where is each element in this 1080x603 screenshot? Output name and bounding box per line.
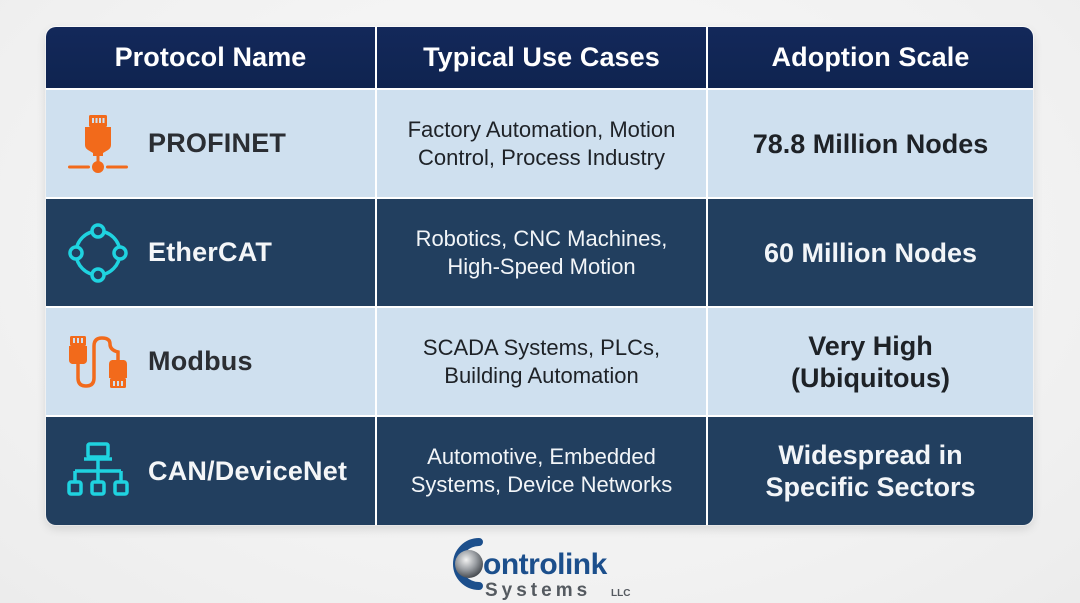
header-protocol-name: Protocol Name (46, 27, 377, 90)
adoption-value: Widespread in (778, 440, 963, 470)
comparison-table: Protocol Name Typical Use Cases Adoption… (46, 27, 1033, 525)
adoption-value: 78.8 Million Nodes (752, 128, 989, 159)
use-cases-cell: SCADA Systems, PLCs, Building Automation (375, 306, 708, 417)
use-cases-cell: Robotics, CNC Machines, High-Speed Motio… (375, 197, 708, 308)
protocol-name: EtherCAT (148, 237, 273, 267)
cable-connectors-icon (66, 330, 130, 394)
logo-sphere (455, 550, 483, 578)
protocol-cell: EtherCAT (46, 197, 377, 308)
ethernet-plug-network-icon (66, 112, 130, 176)
adoption-value: Very High (808, 330, 933, 361)
header-typical-use-cases: Typical Use Cases (375, 27, 708, 90)
header-adoption-scale: Adoption Scale (706, 27, 1033, 90)
adoption-scale-cell: 78.8 Million Nodes (706, 88, 1033, 199)
controlink-systems-logo: ontrolink Systems LLC (445, 536, 640, 600)
table-row-can-devicenet: CAN/DeviceNet Automotive, Embedded Syste… (46, 415, 1033, 525)
use-cases-line: Systems, Device Networks (410, 472, 673, 497)
header-row: Protocol Name Typical Use Cases Adoption… (46, 27, 1033, 90)
adoption-value: Specific Sectors (765, 472, 976, 502)
table-row-profinet: PROFINET Factory Automation, Motion Cont… (46, 88, 1033, 199)
use-cases-line: High-Speed Motion (447, 253, 636, 279)
adoption-value: (Ubiquitous) (791, 362, 950, 393)
use-cases-cell: Automotive, Embedded Systems, Device Net… (375, 415, 708, 525)
protocol-cell: Modbus (46, 306, 377, 417)
adoption-scale-cell: Very High (Ubiquitous) (706, 306, 1033, 417)
use-cases-line: Robotics, CNC Machines, (415, 225, 668, 251)
adoption-scale-cell: Widespread in Specific Sectors (706, 415, 1033, 525)
use-cases-line: Factory Automation, Motion (407, 116, 676, 142)
protocol-name: Modbus (148, 346, 253, 376)
ring-network-icon (66, 221, 130, 285)
adoption-scale-cell: 60 Million Nodes (706, 197, 1033, 308)
use-cases-cell: Factory Automation, Motion Control, Proc… (375, 88, 708, 199)
table-row-modbus: Modbus SCADA Systems, PLCs, Building Aut… (46, 306, 1033, 417)
use-cases-line: Automotive, Embedded (427, 444, 656, 469)
logo-suffix: LLC (611, 588, 630, 599)
logo-subtitle: Systems (485, 580, 591, 600)
hierarchy-network-icon (66, 439, 130, 503)
adoption-value: 60 Million Nodes (763, 237, 978, 268)
use-cases-line: Control, Process Industry (418, 144, 665, 170)
use-cases-line: SCADA Systems, PLCs, (422, 334, 661, 360)
protocol-name: CAN/DeviceNet (148, 455, 348, 486)
protocol-cell: CAN/DeviceNet (46, 415, 377, 525)
logo-wordmark: ontrolink (483, 548, 608, 581)
protocol-cell: PROFINET (46, 88, 377, 199)
protocol-name: PROFINET (148, 128, 287, 158)
table-row-ethercat: EtherCAT Robotics, CNC Machines, High-Sp… (46, 197, 1033, 308)
protocol-comparison-table: Protocol Name Typical Use Cases Adoption… (46, 27, 1033, 525)
use-cases-line: Building Automation (444, 362, 639, 388)
